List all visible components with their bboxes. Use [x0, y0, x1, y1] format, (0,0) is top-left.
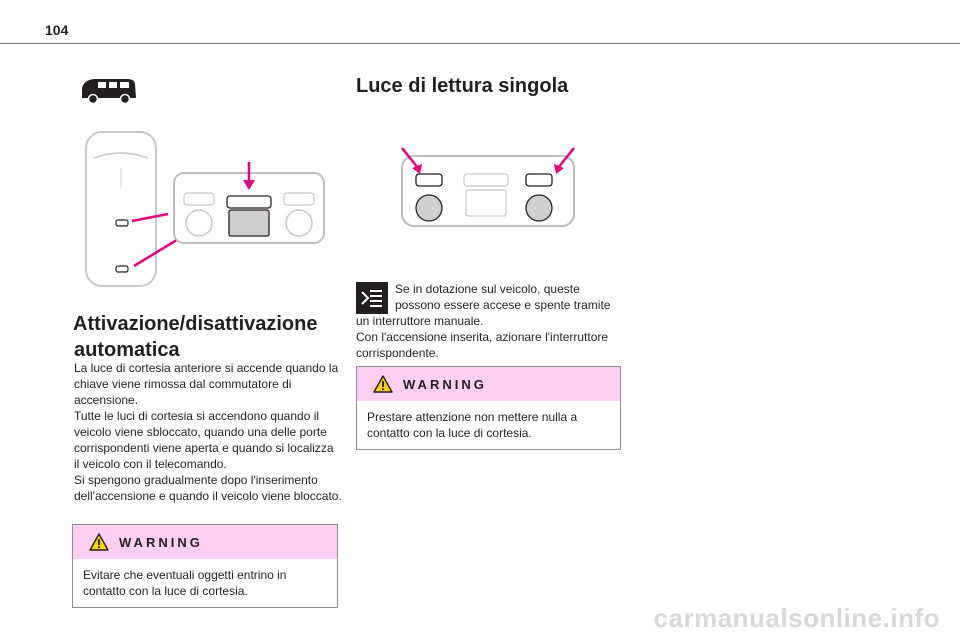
watermark: carmanualsonline.info	[653, 603, 940, 633]
heading-line-1: Attivazione/disattivazione	[73, 313, 318, 335]
equipment-note-rest: un interruttore manuale.	[356, 314, 484, 328]
warning-label: WARNING	[119, 534, 203, 550]
auto-body: La luce di cortesia anteriore si accende…	[74, 360, 342, 504]
paragraph: Tutte le luci di cortesia si accendono q…	[74, 409, 334, 471]
header-rule	[0, 43, 960, 44]
warning-header: WARNING	[73, 525, 337, 559]
page-number: 104	[45, 22, 69, 38]
warning-text: Evitare che eventuali oggetti entrino in…	[83, 568, 287, 598]
section-heading-auto: Attivazione/disattivazione automatica	[73, 311, 318, 363]
reading-light-paragraph: Con l'accensione inserita, azionare l'in…	[356, 330, 609, 360]
warning-box-right: WARNING Prestare attenzione non mettere …	[356, 366, 621, 450]
paragraph: Si spengono gradualmente dopo l'inserime…	[74, 473, 342, 503]
reading-light-illustration	[401, 147, 575, 227]
warning-text: Prestare attenzione non mettere nulla a …	[367, 410, 578, 440]
paragraph: La luce di cortesia anteriore si accende…	[74, 361, 339, 407]
optional-equipment-icon	[356, 282, 388, 314]
heading-line-2: automatica	[74, 339, 180, 361]
courtesy-light-illustration	[85, 131, 325, 287]
van-icon	[82, 79, 136, 105]
warning-triangle-icon	[89, 533, 109, 551]
warning-header: WARNING	[357, 367, 620, 401]
section-heading-reading-light: Luce di lettura singola	[356, 75, 569, 97]
warning-label: WARNING	[403, 376, 487, 392]
warning-triangle-icon	[373, 375, 393, 393]
warning-box-left: WARNING Evitare che eventuali oggetti en…	[72, 524, 338, 608]
equipment-note-first: Se in dotazione sul veicolo, queste poss…	[395, 282, 611, 312]
